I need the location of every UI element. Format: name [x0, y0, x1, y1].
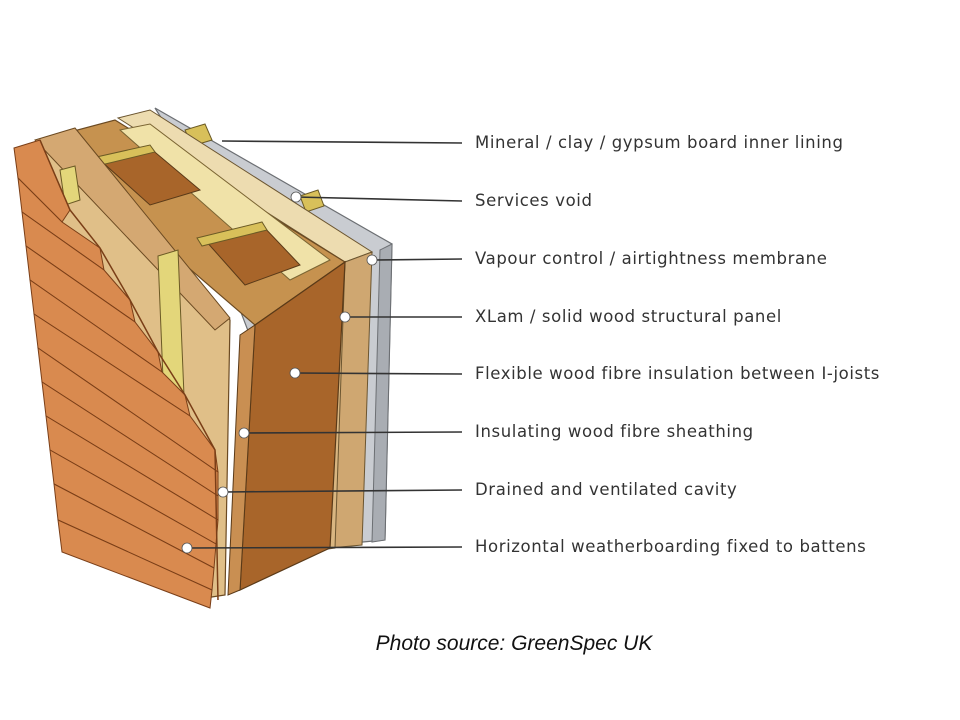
label-weatherboarding: Horizontal weatherboarding fixed to batt… — [475, 537, 867, 556]
label-ventilated-cavity: Drained and ventilated cavity — [475, 480, 738, 499]
sheathing-top-strip — [34, 127, 231, 331]
label-wood-fibre-insulation: Flexible wood fibre insulation between I… — [475, 364, 881, 383]
label-sheathing: Insulating wood fibre sheathing — [475, 422, 754, 441]
leader-lines — [186, 140, 463, 549]
weatherboarding-edge — [39, 139, 219, 601]
insulation-main-face-shade — [227, 324, 256, 596]
weatherboarding — [13, 139, 219, 609]
label-xlam-panel: XLam / solid wood structural panel — [475, 307, 782, 326]
service-batten-mid — [299, 189, 325, 213]
label-vapour-membrane: Vapour control / airtightness membrane — [475, 249, 828, 268]
photo-caption: Photo source: GreenSpec UK — [375, 632, 653, 655]
label-services-void: Services void — [475, 191, 593, 210]
leader-dots — [181, 191, 378, 554]
i-joist-flange-2 — [196, 221, 268, 247]
inner-lining-edge — [371, 243, 393, 543]
label-inner-lining: Mineral / clay / gypsum board inner lini… — [475, 133, 844, 152]
